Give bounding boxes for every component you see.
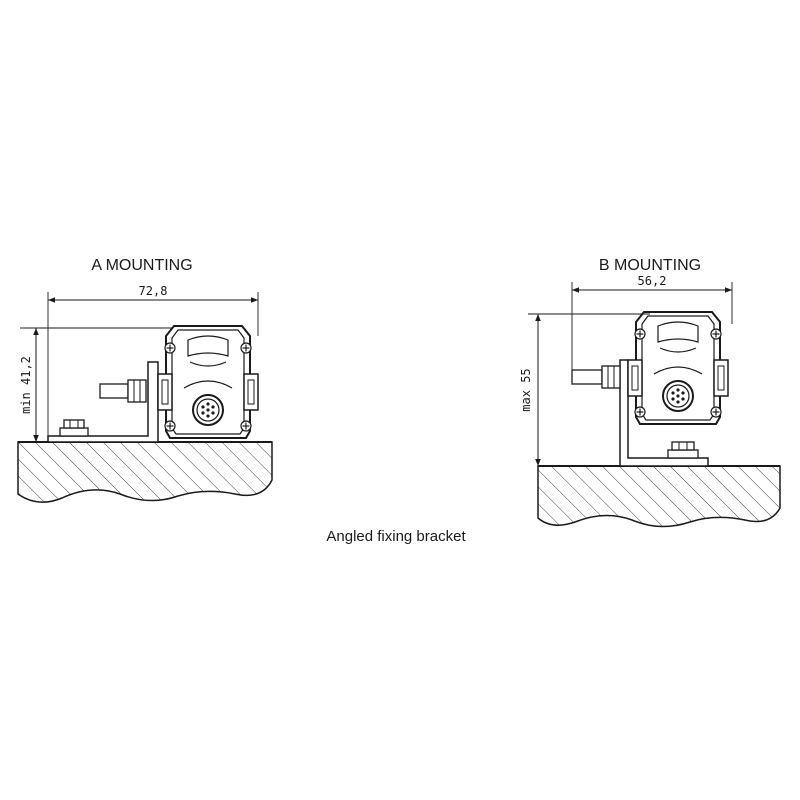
mounting-b-sensor-housing: [628, 312, 728, 424]
mounting-b-base: [537, 465, 781, 528]
mounting-a-base-bolt: [59, 419, 89, 437]
mounting-a: A MOUNTING 72,8 min 41,2: [17, 257, 273, 503]
mounting-a-base: [17, 441, 273, 503]
mounting-b-height-dim: max 55: [519, 368, 533, 411]
mounting-b-width-dim: 56,2: [638, 274, 667, 288]
mounting-b-base-bolt: [667, 441, 699, 459]
mounting-b: B MOUNTING 56,2 max 55: [519, 257, 781, 528]
mounting-b-title: B MOUNTING: [599, 257, 701, 274]
mounting-b-actuator-rod: [571, 365, 621, 389]
diagram-caption: Angled fixing bracket: [326, 528, 466, 545]
mounting-a-width-dim: 72,8: [139, 284, 168, 298]
mounting-a-actuator-rod: [99, 379, 147, 403]
mounting-a-height-dim: min 41,2: [19, 356, 33, 414]
mounting-a-sensor-housing: [158, 326, 258, 438]
mounting-a-title: A MOUNTING: [91, 257, 192, 274]
